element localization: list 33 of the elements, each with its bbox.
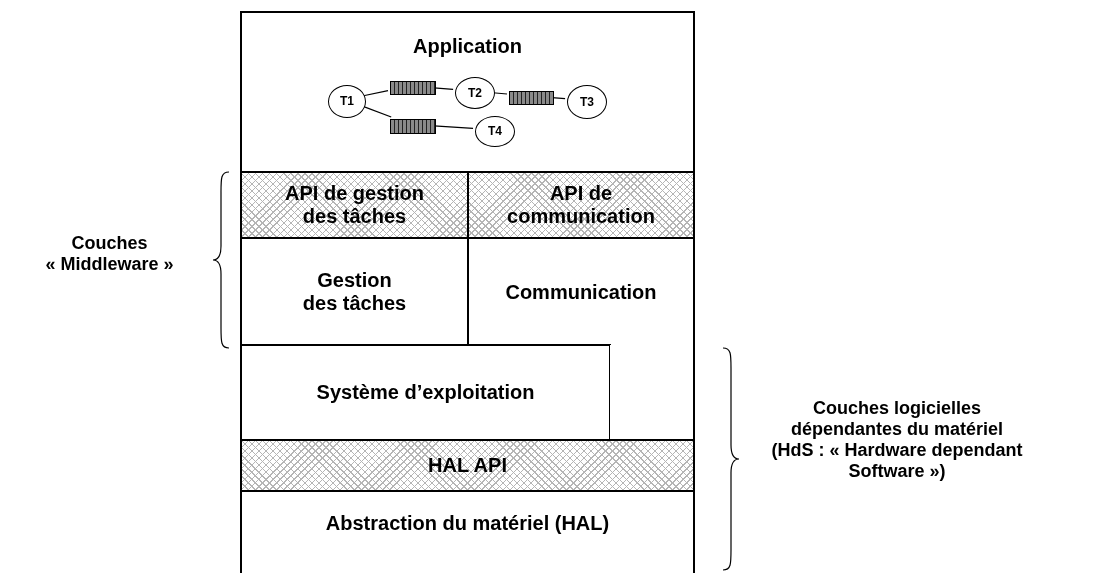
task-circle: [567, 85, 607, 119]
connector-line: [551, 97, 566, 100]
queue-bar: [390, 81, 436, 95]
layer-box: [240, 11, 695, 173]
connector-line: [433, 125, 474, 129]
layer-label: Gestion des tâches: [301, 268, 408, 315]
layer-box: [240, 344, 611, 441]
layer-label: HAL API: [428, 454, 507, 477]
layer-box: [610, 345, 695, 441]
layer-label: Abstraction du matériel (HAL): [325, 512, 610, 535]
hatched-layer-box: [467, 171, 695, 239]
layer-label: Communication: [505, 280, 657, 304]
task-circle: [475, 116, 515, 147]
task-circle: [328, 85, 366, 118]
queue-bar: [390, 119, 436, 134]
task-label: T3: [580, 93, 594, 111]
task-label: T2: [468, 84, 482, 102]
group-label: Couches logicielles dépendantes du matériel (HdS : « Hardware dependant Software »): [770, 398, 1024, 482]
layer-label: Application: [413, 35, 522, 58]
hatched-layer-box: [240, 171, 469, 239]
connector-line: [433, 87, 454, 90]
layer-label: API de gestion des tâches: [284, 182, 425, 228]
task-label: T4: [488, 123, 502, 140]
task-label: T1: [340, 93, 354, 110]
layer-box: [240, 490, 695, 573]
connector-line: [492, 92, 508, 95]
queue-bar: [509, 91, 554, 105]
group-label: Couches « Middleware »: [44, 233, 175, 275]
task-circle: [455, 77, 495, 109]
connector-line: [362, 90, 389, 97]
hatched-layer-box: [240, 439, 695, 492]
layer-label: API de communication: [506, 182, 656, 228]
layer-label: Système d’exploitation: [316, 381, 535, 404]
